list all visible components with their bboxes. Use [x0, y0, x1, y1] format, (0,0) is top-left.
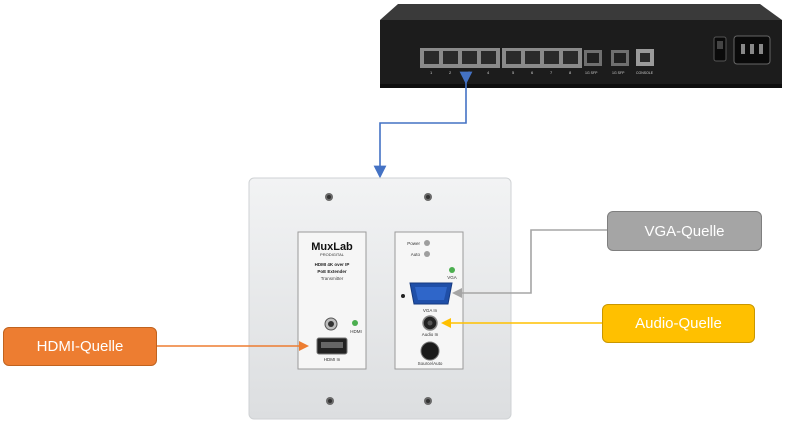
network-switch: 1 2 3 4 5 6 7 8 1G SFP 1G SFP CONSOLE	[380, 4, 782, 88]
vga-in-label: VGA In	[423, 308, 438, 313]
port-label: 4	[487, 70, 490, 75]
rj45-ports	[424, 51, 578, 64]
hdmi-source-box: HDMI-Quelle	[3, 327, 157, 366]
sfp-label: 1G SFP	[585, 71, 598, 75]
console-label: CONSOLE	[636, 71, 654, 75]
hdmi-led-icon	[352, 320, 358, 326]
audio-source-box: Audio-Quelle	[602, 304, 755, 343]
sfp-ports: 1G SFP 1G SFP	[584, 50, 629, 75]
sfp-label: 1G SFP	[612, 71, 625, 75]
audio-in-label: Audio In	[422, 332, 439, 337]
vga-source-label: VGA-Quelle	[644, 222, 725, 240]
model-line-3: Transmitter	[321, 276, 344, 281]
model-line-2: PoE Extender	[317, 269, 347, 274]
vga-connector-line	[452, 229, 607, 298]
source-auto-button[interactable]	[420, 341, 440, 361]
model-line-1: HDMI 4K over IP	[315, 262, 350, 267]
port-label: 7	[550, 70, 553, 75]
port-label: 5	[512, 70, 515, 75]
vga-led-icon	[449, 267, 455, 273]
port-label: 8	[569, 70, 572, 75]
auto-led-icon	[424, 251, 430, 257]
brand-logo-text: MuxLab	[311, 241, 353, 253]
hdmi-connector-line	[157, 341, 309, 351]
source-auto-label: Source/Auto	[418, 361, 443, 366]
hdmi-in-label: HDMI In	[324, 357, 341, 362]
network-link-arrow	[373, 71, 473, 179]
vga-led-label: VGA	[447, 275, 457, 280]
hdmi-source-label: HDMI-Quelle	[36, 338, 124, 355]
audio-connector-line	[441, 318, 602, 328]
power-label: Power	[407, 241, 420, 246]
auto-label: Auto	[411, 252, 421, 257]
audio-source-label: Audio-Quelle	[635, 315, 722, 332]
port-label: 6	[531, 70, 534, 75]
power-led-icon	[424, 240, 430, 246]
vga-source-box: VGA-Quelle	[607, 211, 762, 251]
brand-sub: PRODIGITAL	[320, 252, 345, 257]
wall-plate-transmitter: MuxLab PRODIGITAL HDMI 4K over IP PoE Ex…	[248, 177, 512, 420]
hdmi-led-label: HDMI	[350, 329, 362, 334]
